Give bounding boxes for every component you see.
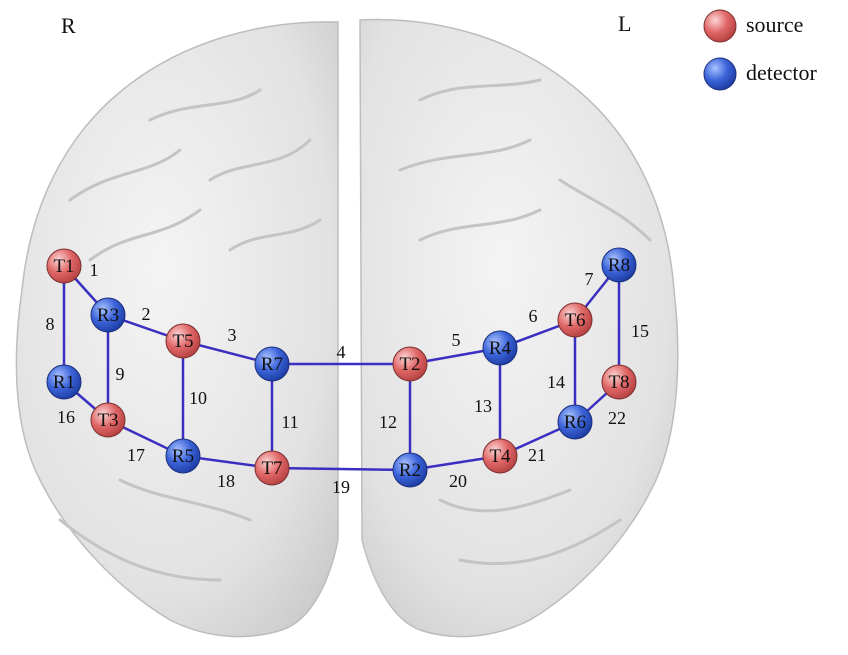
channel-label-9: 9 [116, 364, 125, 384]
node-label-R8: R8 [608, 255, 630, 276]
source-marker-T2 [392, 346, 428, 382]
detector-marker-R5 [165, 438, 201, 474]
source-node-T7: T7 [254, 450, 290, 486]
right-side-label: R [61, 13, 76, 38]
channel-label-5: 5 [452, 330, 461, 350]
detector-marker-R1 [46, 364, 82, 400]
legend-detector-marker [703, 57, 737, 91]
channel-label-16: 16 [57, 407, 75, 427]
node-label-R6: R6 [564, 412, 586, 433]
node-label-T6: T6 [564, 310, 585, 331]
channel-line-19 [271, 466, 411, 472]
detector-node-R4: R4 [482, 330, 518, 366]
node-label-R2: R2 [399, 460, 421, 481]
channel-label-19: 19 [332, 477, 350, 497]
node-label-T8: T8 [608, 372, 629, 393]
detector-node-R8: R8 [601, 247, 637, 283]
detector-marker-R7 [254, 346, 290, 382]
source-node-T8: T8 [601, 364, 637, 400]
channel-label-3: 3 [228, 325, 237, 345]
source-marker-T4 [482, 438, 518, 474]
channel-label-7: 7 [585, 269, 594, 289]
legend-detector-label: detector [746, 60, 818, 85]
node-label-R5: R5 [172, 446, 194, 467]
source-marker-T3 [90, 402, 126, 438]
detector-marker-R2 [392, 452, 428, 488]
channel-label-17: 17 [127, 445, 145, 465]
detector-marker-R3 [90, 297, 126, 333]
detector-node-R3: R3 [90, 297, 126, 333]
left-side-label: L [618, 11, 631, 36]
brain-gyri [58, 78, 652, 582]
channel-label-2: 2 [142, 304, 151, 324]
channel-label-10: 10 [189, 388, 207, 408]
node-label-T4: T4 [489, 446, 511, 467]
source-marker-T6 [557, 302, 593, 338]
detector-node-R5: R5 [165, 438, 201, 474]
source-node-T6: T6 [557, 302, 593, 338]
legend: source detector [703, 9, 818, 91]
channel-label-1: 1 [90, 260, 99, 280]
node-label-T1: T1 [53, 256, 74, 277]
channel-label-20: 20 [449, 471, 467, 491]
source-node-T4: T4 [482, 438, 518, 474]
legend-source-label: source [746, 12, 803, 37]
left-hemisphere [359, 18, 679, 638]
channel-label-8: 8 [46, 314, 55, 334]
channel-label-18: 18 [217, 471, 235, 491]
node-label-R7: R7 [261, 354, 283, 375]
source-node-T5: T5 [165, 323, 201, 359]
channel-label-4: 4 [337, 342, 346, 362]
detector-node-R2: R2 [392, 452, 428, 488]
channel-label-6: 6 [529, 306, 538, 326]
channel-label-13: 13 [474, 396, 492, 416]
source-marker-T1 [46, 248, 82, 284]
source-marker-T7 [254, 450, 290, 486]
detector-node-R1: R1 [46, 364, 82, 400]
detector-marker-R6 [557, 404, 593, 440]
channel-label-15: 15 [631, 321, 649, 341]
detector-marker-R4 [482, 330, 518, 366]
channel-label-12: 12 [379, 412, 397, 432]
channel-label-11: 11 [281, 412, 298, 432]
source-node-T1: T1 [46, 248, 82, 284]
channel-label-22: 22 [608, 408, 626, 428]
node-label-T2: T2 [399, 354, 420, 375]
node-label-R3: R3 [97, 305, 119, 326]
source-node-T2: T2 [392, 346, 428, 382]
channel-label-21: 21 [528, 445, 546, 465]
source-marker-T5 [165, 323, 201, 359]
node-label-T5: T5 [172, 331, 193, 352]
source-marker-T8 [601, 364, 637, 400]
channel-label-14: 14 [547, 372, 565, 392]
node-label-T3: T3 [97, 410, 118, 431]
node-label-R1: R1 [53, 372, 75, 393]
detector-marker-R8 [601, 247, 637, 283]
detector-node-R7: R7 [254, 346, 290, 382]
source-node-T3: T3 [90, 402, 126, 438]
node-label-T7: T7 [261, 458, 282, 479]
legend-source-marker [703, 9, 737, 43]
detector-node-R6: R6 [557, 404, 593, 440]
node-label-R4: R4 [489, 338, 512, 359]
